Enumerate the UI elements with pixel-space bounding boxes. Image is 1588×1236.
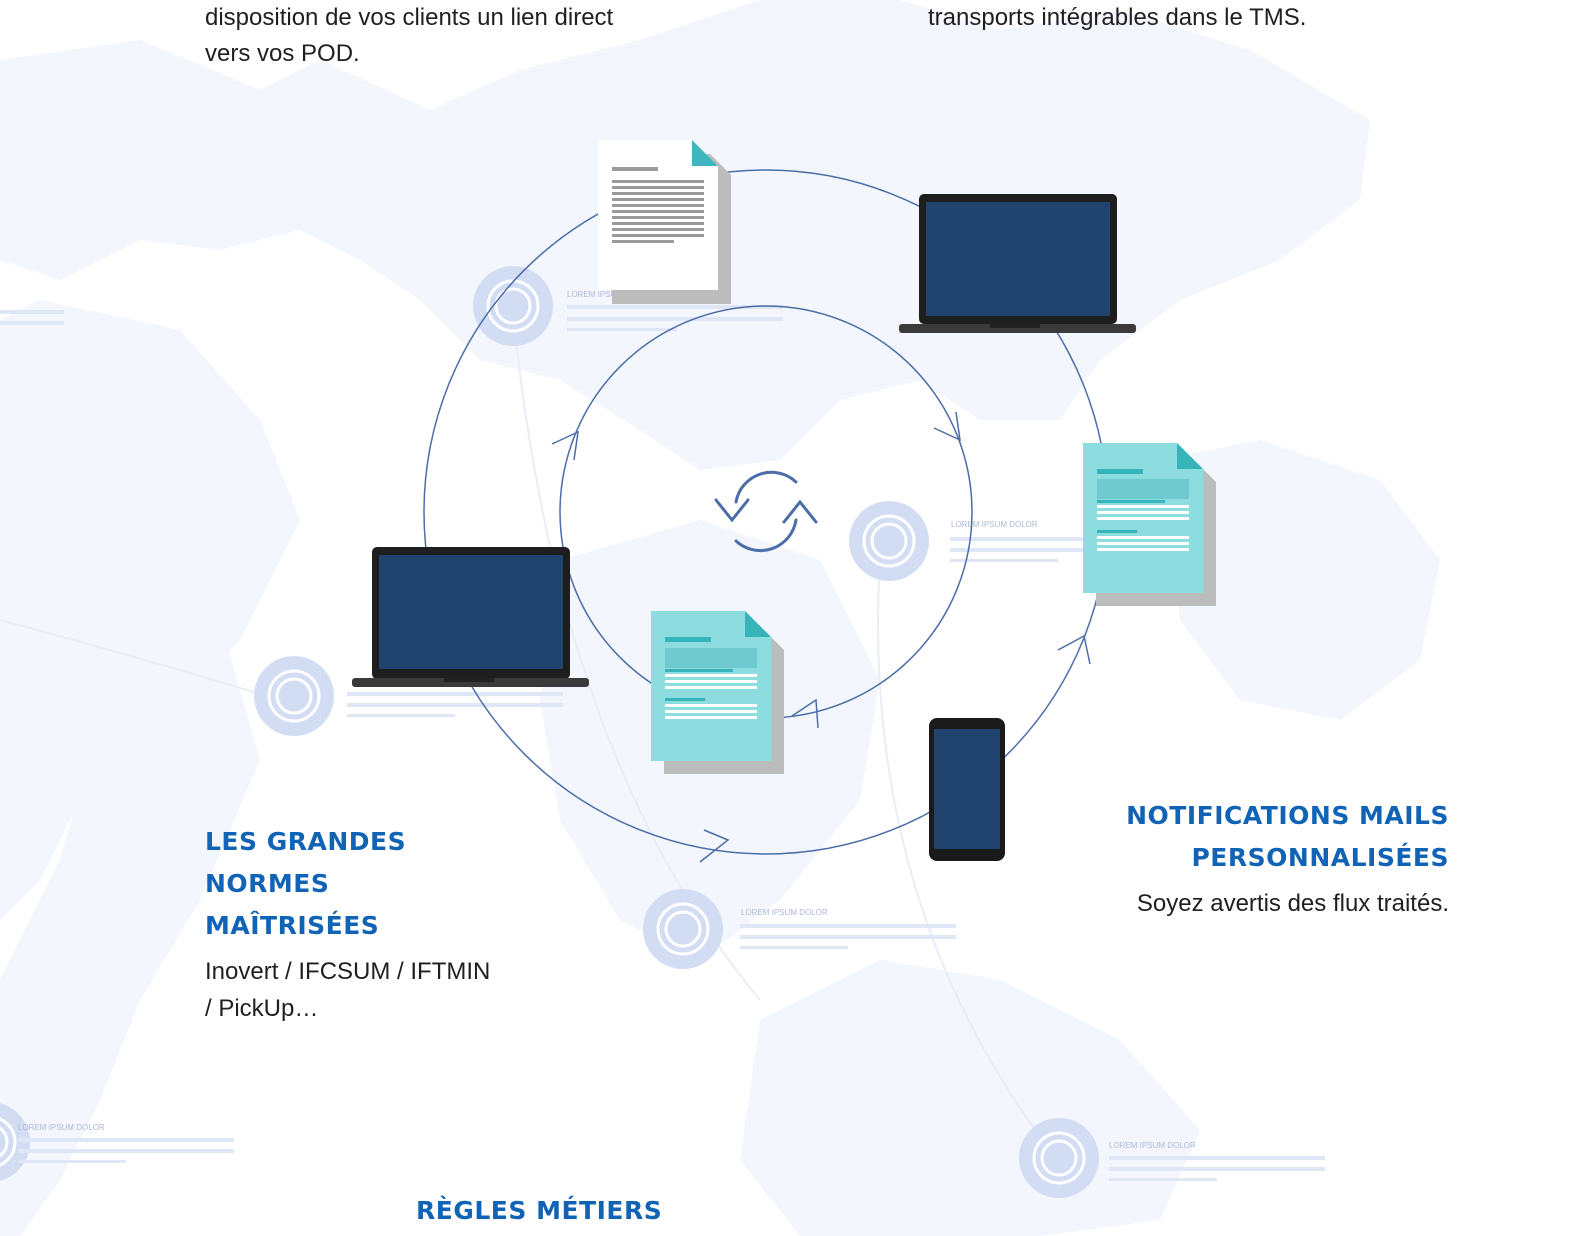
norms-title-line-1: LES GRANDES bbox=[205, 827, 407, 856]
marker-lines bbox=[347, 692, 563, 717]
marker-lines bbox=[950, 537, 1090, 562]
norms-title-line-2: NORMES bbox=[205, 869, 330, 898]
document-icon bbox=[651, 611, 784, 774]
intro-left-line-2: vers vos POD. bbox=[205, 40, 360, 67]
marker-label: LOREM IPSUM DOLOR bbox=[567, 290, 654, 299]
intro-left-line-1: disposition de vos clients un lien direc… bbox=[205, 4, 614, 31]
marker-lines bbox=[567, 305, 783, 331]
cycle-arrow-icons bbox=[551, 411, 1091, 863]
target-marker-icon bbox=[849, 501, 929, 581]
marker-lines bbox=[0, 310, 64, 325]
sync-icon bbox=[714, 470, 818, 552]
target-marker-icon bbox=[643, 889, 723, 969]
target-marker-icon bbox=[254, 656, 334, 736]
smartphone-icon bbox=[929, 718, 1005, 861]
target-marker-icon bbox=[1019, 1118, 1099, 1198]
marker-label: LOREM IPSUM DOLOR bbox=[18, 1123, 105, 1132]
norms-text-line-1: Inovert / IFCSUM / IFTMIN bbox=[205, 958, 491, 985]
document-icon bbox=[598, 140, 731, 304]
marker-lines bbox=[740, 924, 956, 949]
notifications-title-line-1: NOTIFICATIONS MAILS bbox=[1126, 801, 1449, 830]
intro-right-line-1: transports intégrables dans le TMS. bbox=[928, 4, 1307, 31]
laptop-icon bbox=[899, 194, 1136, 333]
norms-text-line-2: / PickUp… bbox=[205, 995, 319, 1022]
norms-title-line-3: MAÎTRISÉES bbox=[205, 911, 380, 940]
rules-title: RÈGLES MÉTIERS bbox=[416, 1196, 663, 1225]
document-icon bbox=[1083, 443, 1216, 606]
marker-label: LOREM IPSUM DOLOR bbox=[1109, 1141, 1196, 1150]
marker-label: LOREM IPSUM DOLOR bbox=[951, 520, 1038, 529]
marker-lines bbox=[18, 1138, 234, 1163]
target-marker-icon bbox=[473, 266, 553, 346]
marker-label: LOREM IPSUM DOLOR bbox=[741, 908, 828, 917]
notifications-text: Soyez avertis des flux traités. bbox=[1136, 890, 1449, 917]
laptop-icon bbox=[352, 547, 589, 687]
notifications-title-line-2: PERSONNALISÉES bbox=[1191, 843, 1449, 872]
marker-lines bbox=[1109, 1156, 1325, 1181]
